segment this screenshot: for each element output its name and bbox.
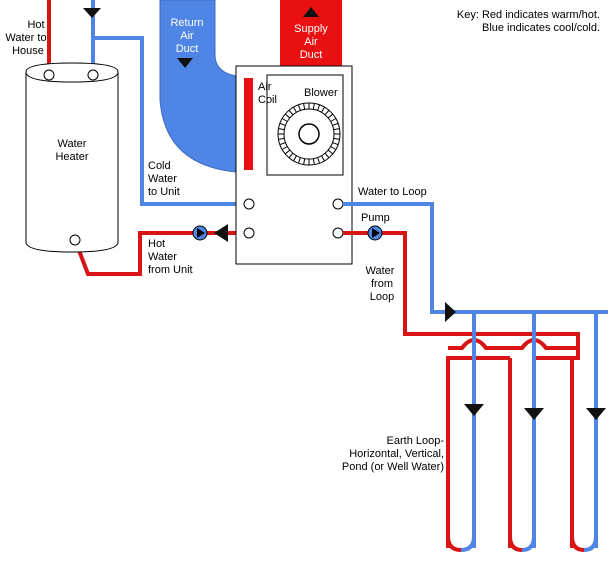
hot-water-to-house-label-2: Water to (5, 32, 46, 44)
pump-label: Pump (361, 212, 390, 224)
fan-blade (324, 152, 330, 159)
cold-water-to-unit-pipe (93, 36, 249, 206)
earth-loop-label-1: Earth Loop- (387, 435, 445, 447)
return-air-duct-label-1: Return (170, 17, 203, 29)
unit-cold-in-port (243, 198, 255, 210)
fan-blade (333, 137, 340, 140)
return-air-duct-label-2: Air (180, 30, 194, 42)
water-heater-label-1: Water (58, 138, 87, 150)
blower-label: Blower (304, 87, 338, 99)
heater-bottom-port (69, 234, 81, 246)
fan-blade (317, 104, 321, 111)
fan-blade (312, 103, 315, 110)
cold-water-to-unit-label-1: Cold (148, 160, 171, 172)
supply-air-duct-label-1: Supply (294, 23, 328, 35)
fan-blade (279, 142, 286, 146)
loop-1-down-arrow-icon (464, 404, 484, 416)
water-from-loop-label-2: from (371, 278, 393, 290)
key-line-1: Key: Red indicates warm/hot. (457, 9, 600, 21)
water-to-loop-label: Water to Loop (358, 186, 427, 198)
loop-2-down-arrow-icon (524, 408, 544, 420)
return-air-arrow-icon (177, 58, 193, 68)
fan-blade (324, 109, 330, 116)
supply-air-duct (280, 0, 342, 66)
fan-blade (281, 146, 288, 150)
fan-blade (327, 113, 334, 119)
fan-blade (297, 157, 301, 164)
fan-blade (330, 146, 337, 150)
cold-water-to-unit-label-3: to Unit (148, 186, 180, 198)
earth-loop-label-2: Horizontal, Vertical, (349, 448, 444, 460)
heat-pump-unit (235, 65, 353, 265)
unit-loop-in-port (332, 227, 344, 239)
fan-blade (281, 118, 288, 122)
unit-loop-out-port (332, 198, 344, 210)
fan-blade (303, 103, 306, 110)
fan-blade (317, 157, 321, 164)
hot-water-to-house-label-1: Hot (27, 19, 44, 31)
fan-blade (288, 109, 294, 116)
domestic-pump-arrow-icon (197, 228, 205, 238)
fan-blade (288, 152, 294, 159)
loop-3-down-arrow-icon (586, 408, 606, 420)
fan-blade (332, 122, 339, 126)
earth-loop-label-3: Pond (or Well Water) (342, 461, 444, 473)
fan-blade (293, 155, 297, 162)
cold-water-flow-arrow-icon (83, 8, 101, 18)
fan-blade (312, 158, 315, 165)
loop-pump-arrow-icon (372, 228, 380, 238)
fan-blade (321, 106, 325, 113)
air-coil (244, 78, 253, 170)
fan-blade (327, 149, 334, 155)
fan-blade (293, 106, 297, 113)
fan-blade (330, 118, 337, 122)
hot-water-flow-arrow-icon (214, 224, 228, 242)
fan-blade (278, 128, 285, 131)
fan-blade (321, 155, 325, 162)
heater-hot-outlet (43, 69, 55, 81)
blower-fan-icon (277, 102, 341, 166)
hot-water-from-unit-label-3: from Unit (148, 264, 193, 276)
supply-air-arrow-icon (303, 7, 319, 17)
fan-blade (278, 137, 285, 140)
fan-blade (284, 149, 291, 155)
fan-blade (279, 122, 286, 126)
hot-water-from-unit-label-2: Water (148, 251, 177, 263)
hot-water-to-house-label-3: House (12, 45, 44, 57)
water-heater (25, 62, 119, 253)
air-coil-label-2: Coil (258, 94, 277, 106)
hot-water-from-unit-pipe (73, 231, 249, 276)
cold-water-to-unit-label-2: Water (148, 173, 177, 185)
unit-hot-out-port (243, 227, 255, 239)
return-air-duct-label-3: Duct (176, 43, 199, 55)
heater-cold-inlet (87, 69, 99, 81)
water-heater-label-2: Heater (55, 151, 88, 163)
water-to-loop-pipe (343, 202, 608, 314)
key-line-2: Blue indicates cool/cold. (482, 22, 600, 34)
fan-blade (332, 142, 339, 146)
water-from-loop-label-3: Loop (370, 291, 394, 303)
fan-blade (303, 158, 306, 165)
air-coil-label-1: Air (258, 81, 272, 93)
supply-air-duct-label-2: Air (304, 36, 318, 48)
hot-water-from-unit-label-1: Hot (148, 238, 165, 250)
supply-air-duct-label-3: Duct (300, 49, 323, 61)
fan-blade (297, 104, 301, 111)
water-from-loop-label-1: Water (366, 265, 395, 277)
fan-blade (284, 113, 291, 119)
fan-blade (333, 128, 340, 131)
earth-loop-field (446, 312, 606, 552)
loop-supply-arrow-icon (445, 302, 456, 322)
